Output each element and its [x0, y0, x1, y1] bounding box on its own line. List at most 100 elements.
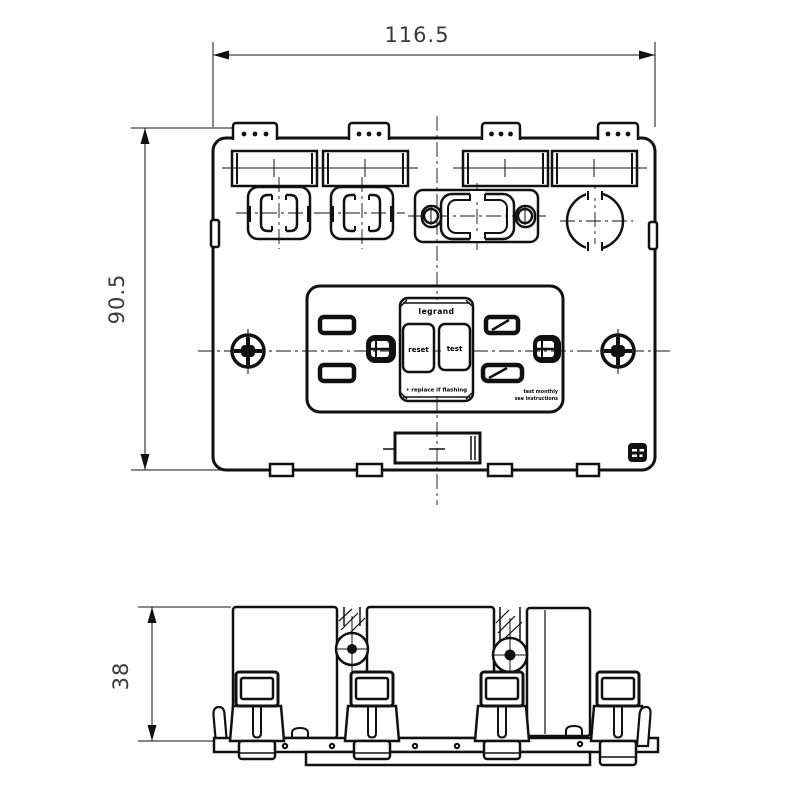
bottom-clip — [355, 462, 384, 478]
arrowhead-bottom — [140, 454, 150, 470]
front-view: 116.5 90.5 — [105, 23, 670, 505]
terminal-slot — [367, 706, 377, 739]
terminal-foot — [237, 739, 277, 761]
terminal-screw-head[interactable] — [600, 676, 636, 701]
clip-bump — [605, 131, 611, 137]
housing-blocks — [231, 605, 592, 740]
terminal-foot — [352, 739, 392, 761]
logo-glyph — [632, 454, 637, 457]
screw-recess-1 — [334, 607, 370, 702]
plate-lower-step — [304, 750, 592, 767]
terminal-screw-head[interactable] — [354, 676, 390, 701]
hatch-line — [503, 621, 523, 640]
bottom-clip — [486, 462, 514, 478]
side-tab-left — [209, 218, 221, 249]
clip-bump — [356, 131, 362, 137]
test-button-label: test — [447, 345, 463, 353]
marking-text-line2: see instructions — [515, 396, 559, 402]
bottom-edge-clips — [268, 462, 601, 478]
dimension-depth: 38 — [109, 606, 231, 742]
gap-mask — [586, 189, 602, 198]
phillips-center — [611, 345, 625, 357]
clip-bump — [508, 131, 513, 137]
mounting-hook-left — [212, 705, 229, 746]
terminal-cap — [479, 670, 525, 708]
wire-terminal-4 — [589, 670, 652, 767]
dimension-depth-value: 38 — [109, 662, 133, 691]
dimension-height-value: 90.5 — [105, 274, 129, 325]
phillips-center — [241, 345, 255, 357]
marking-text-line1: test monthly — [523, 389, 558, 395]
clip-bump — [366, 131, 372, 137]
bezel-outline — [413, 188, 540, 244]
test-button[interactable] — [437, 322, 472, 372]
reset-button[interactable] — [401, 322, 436, 374]
plate-bump — [565, 724, 583, 738]
wire-terminal-1 — [228, 670, 286, 761]
gap-mask — [586, 244, 602, 253]
clip-bump — [263, 131, 269, 137]
corner-chamfer — [465, 299, 473, 307]
keystone-opening-1 — [236, 177, 322, 249]
terminal-slot — [613, 706, 623, 739]
terminal-body — [228, 704, 286, 743]
clip-bump — [625, 131, 631, 137]
hatch-line — [497, 615, 516, 634]
corner-chamfer — [465, 392, 473, 400]
mounting-screw-right[interactable] — [600, 329, 636, 374]
logo-background — [628, 443, 647, 462]
side-view: 38 — [109, 605, 660, 767]
replace-note-label: • replace if flashing — [406, 388, 467, 394]
hatch-line — [340, 612, 359, 631]
corner-chamfer — [400, 392, 408, 400]
dimension-width: 116.5 — [212, 23, 656, 127]
bracket-left — [342, 193, 355, 233]
release-lever — [635, 705, 652, 748]
bottom-clip — [575, 462, 601, 478]
rivet-center — [578, 742, 582, 746]
gap-mask — [470, 191, 485, 202]
shutter-diagonal — [488, 366, 508, 380]
mounting-screw-left[interactable] — [230, 329, 266, 374]
mounting-clip — [480, 121, 522, 140]
arrowhead-top — [140, 128, 150, 144]
bracket-left — [259, 193, 272, 233]
wire-terminal-3 — [473, 670, 531, 761]
arrowhead-left — [213, 50, 229, 60]
rivet-center — [413, 744, 417, 748]
gfci-center-module: legrand reset test • replace if flashing — [398, 296, 475, 403]
terminal-slot — [497, 706, 507, 739]
corner-chamfer — [400, 299, 408, 307]
terminal-screw-head[interactable] — [484, 676, 520, 701]
logo-glyph — [632, 449, 637, 452]
ground-hole-right — [533, 335, 561, 363]
terminal-screw-head[interactable] — [239, 676, 275, 701]
terminal-foot — [598, 739, 638, 767]
clip-bump — [376, 131, 382, 137]
bracket-right — [369, 193, 382, 233]
arrowhead-right — [639, 50, 655, 60]
reset-button-label: reset — [408, 346, 429, 354]
terminal-foot — [482, 739, 522, 761]
rivet-center — [283, 744, 287, 748]
gap-mask — [470, 231, 485, 241]
hatch-line — [495, 609, 510, 624]
ground-hole-left — [366, 335, 396, 363]
blade-slot-top-left — [317, 314, 357, 336]
terminal-cap — [234, 670, 280, 708]
hatch-line — [338, 608, 353, 622]
gfci-outlet: legrand reset test • replace if flashing… — [305, 284, 565, 414]
screw-center-dot — [347, 644, 357, 654]
terminal-body — [473, 704, 531, 743]
rivet-center — [330, 744, 334, 748]
thread-hatch — [495, 609, 523, 640]
terminal-body — [343, 704, 401, 743]
terminal-cap — [349, 670, 395, 708]
bottom-tab — [383, 431, 482, 465]
clip-bump — [252, 131, 258, 137]
dimension-height: 90.5 — [105, 127, 268, 471]
arrowhead-top — [147, 607, 157, 623]
blade-slot-bottom-left — [317, 362, 357, 384]
